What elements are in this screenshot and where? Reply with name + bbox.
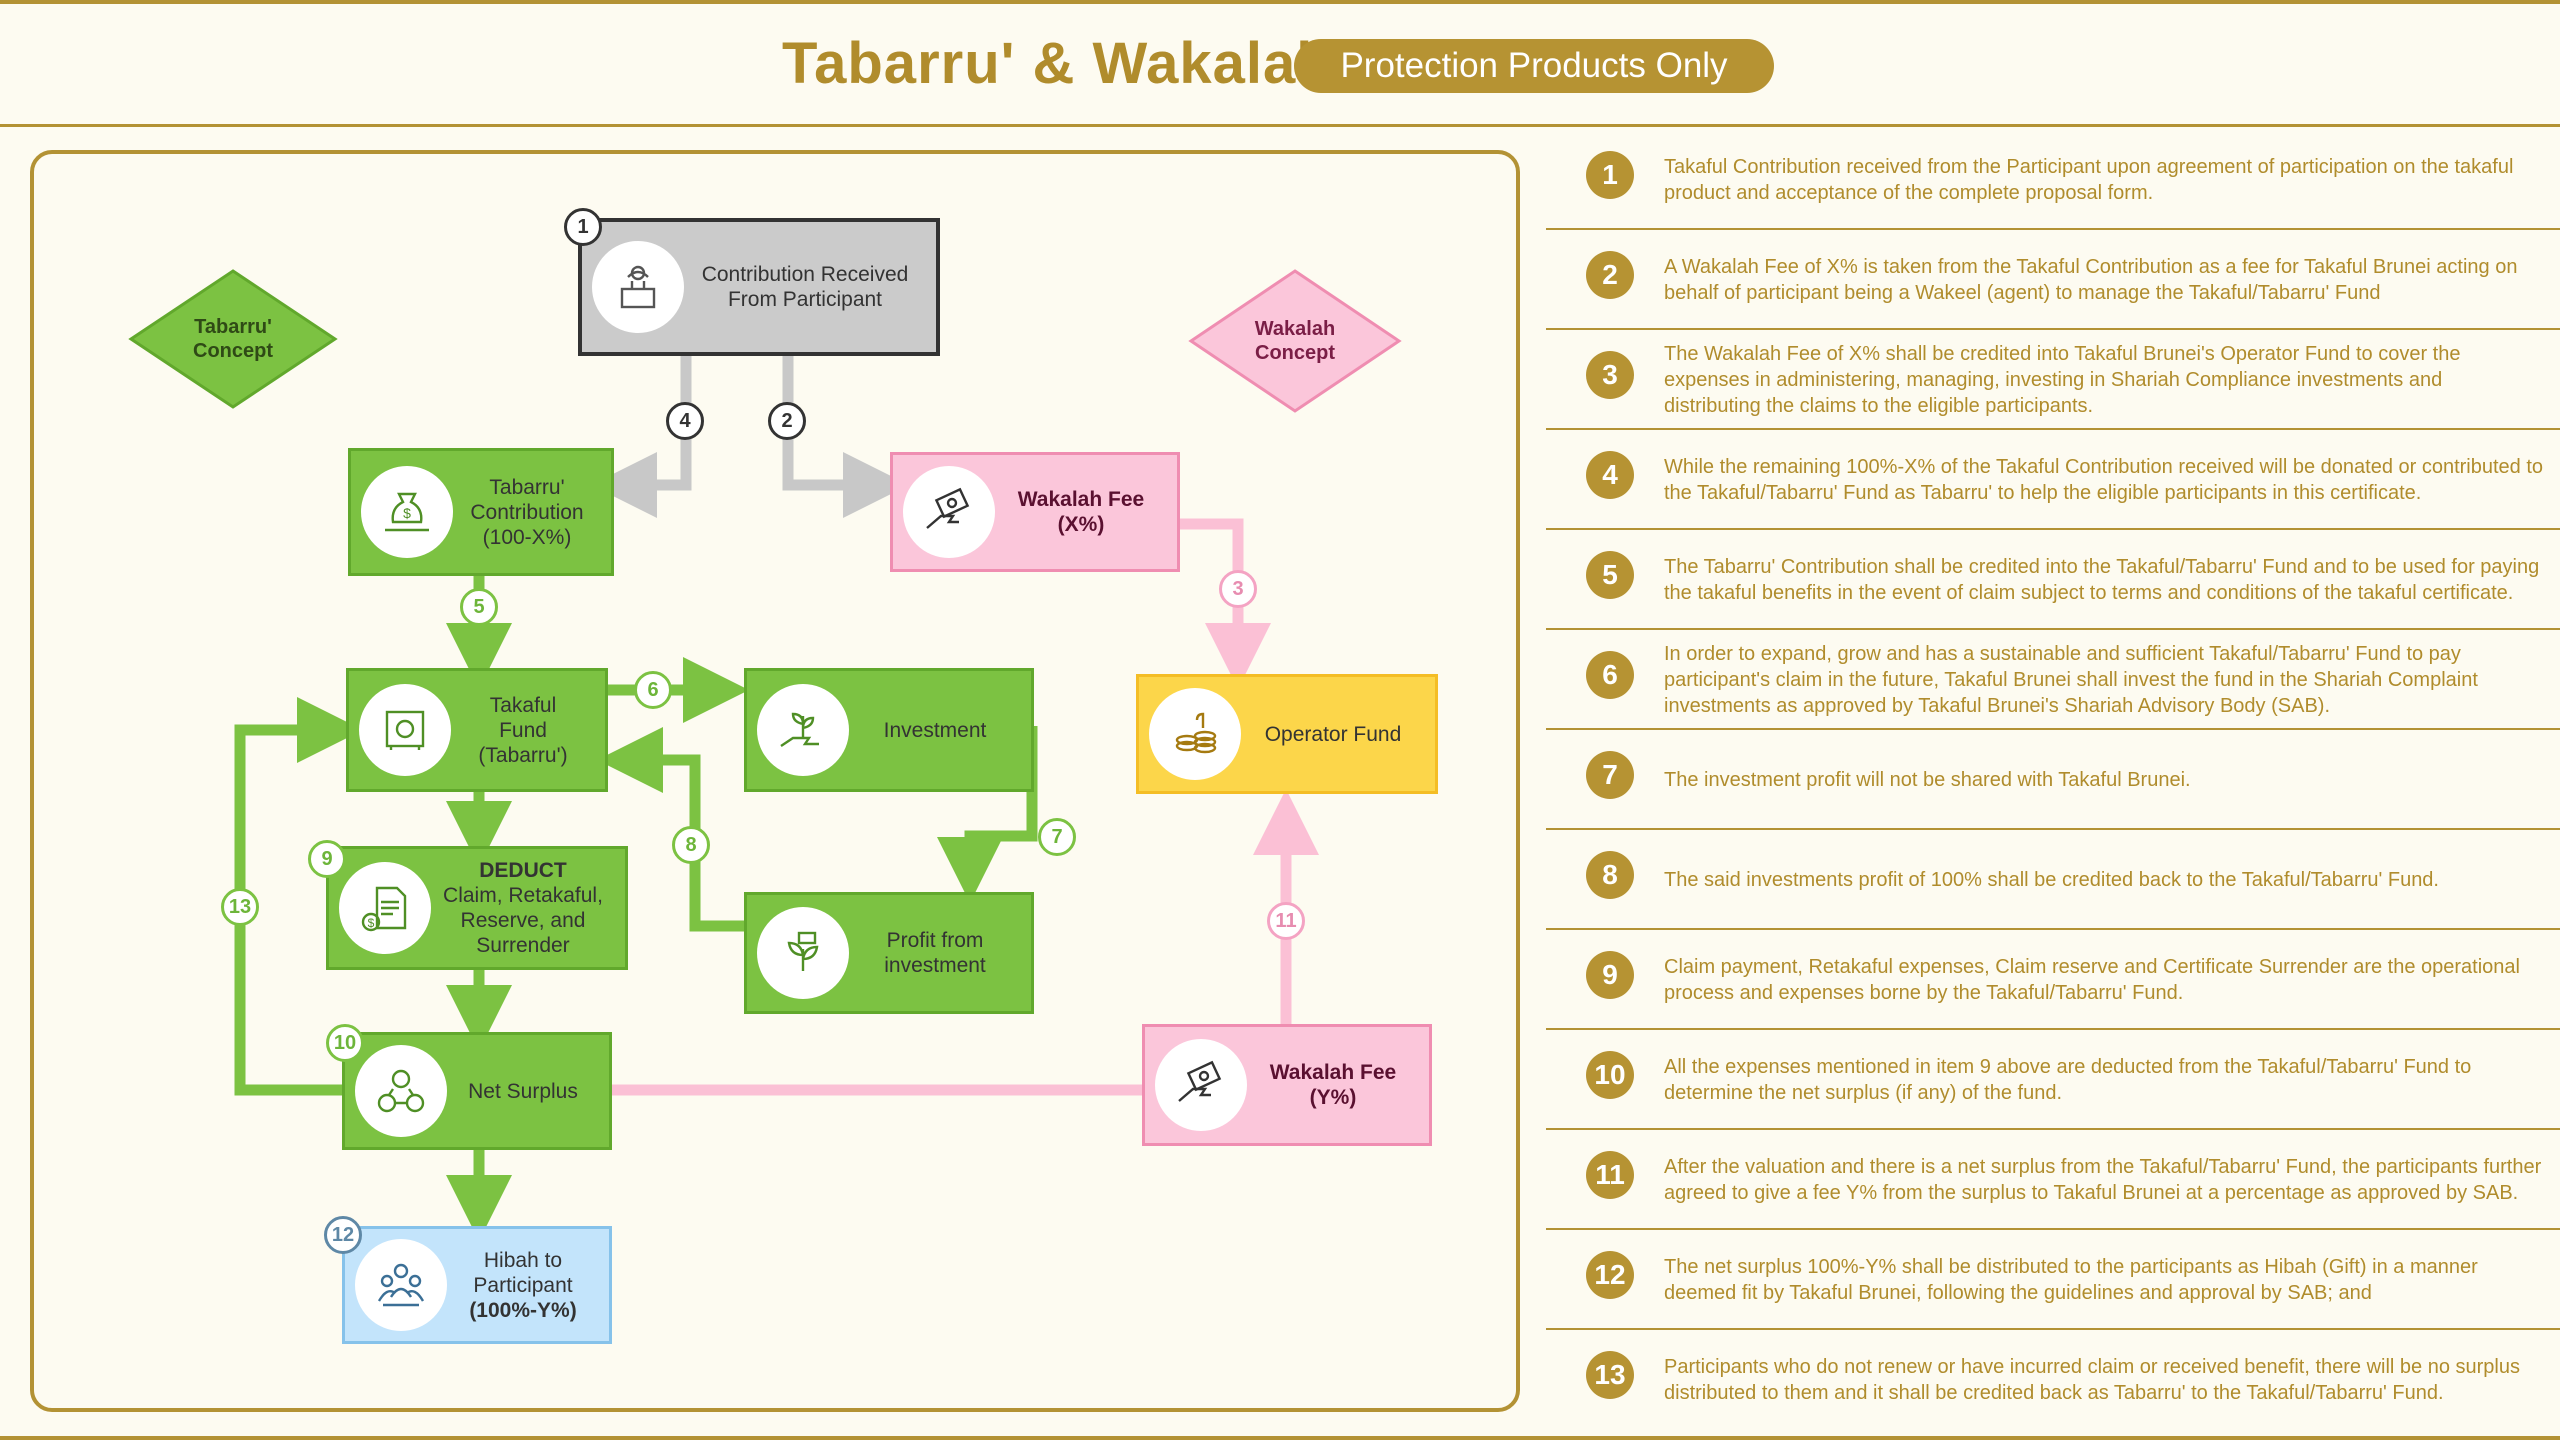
node-takaful-fund: Takaful Fund (Tabarru') <box>346 668 608 792</box>
tabarru-concept: Tabarru' Concept <box>128 268 338 410</box>
flow-badge-4: 4 <box>666 402 704 440</box>
node-net-surplus: Net Surplus <box>342 1032 612 1150</box>
flow-badge-11: 11 <box>1267 902 1305 940</box>
coins-stack-icon <box>1149 688 1241 780</box>
node-tabarru-contribution: $ Tabarru' Contribution (100-X%) <box>348 448 614 576</box>
document-money-icon: $ <box>339 862 431 954</box>
plant-hand-icon <box>757 684 849 776</box>
safe-icon <box>359 684 451 776</box>
hand-banknote-icon <box>1155 1039 1247 1131</box>
header: Tabarru' & Wakalah Protection Products O… <box>0 4 2560 127</box>
flow-badge-10: 10 <box>326 1024 364 1062</box>
money-bag-hand-icon: $ <box>361 466 453 558</box>
node-contribution: Contribution Received From Participant <box>578 218 940 356</box>
flow-badge-5: 5 <box>460 588 498 626</box>
node-wakalah-fee-x: Wakalah Fee (X%) <box>890 452 1180 572</box>
flow-diagram-frame <box>30 150 1520 1412</box>
flow-badge-7: 7 <box>1038 818 1076 856</box>
arrow-4 <box>591 356 692 518</box>
node-wakalah-fee-y: Wakalah Fee (Y%) <box>1142 1024 1432 1146</box>
hand-banknote-icon <box>903 466 995 558</box>
flow-badge-2: 2 <box>768 402 806 440</box>
flow-badge-9: 9 <box>308 840 346 878</box>
coins-cycle-icon <box>355 1045 447 1137</box>
node-hibah-to-participant: Hibah to Participant (100%-Y%) <box>342 1226 612 1344</box>
page-title: Tabarru' & Wakalah <box>782 31 1333 96</box>
node-investment: Investment <box>744 668 1034 792</box>
node-operator-fund: Operator Fund <box>1136 674 1438 794</box>
flow-badge-1: 1 <box>564 208 602 246</box>
svg-text:$: $ <box>403 505 411 521</box>
wakalah-concept: Wakalah Concept <box>1188 268 1402 414</box>
flow-badge-8: 8 <box>672 826 710 864</box>
leaf-money-icon <box>757 907 849 999</box>
flow-badge-12: 12 <box>324 1216 362 1254</box>
svg-text:$: $ <box>368 916 375 930</box>
people-group-icon <box>355 1239 447 1331</box>
arrow-3 <box>1176 518 1271 689</box>
flow-badge-3: 3 <box>1219 570 1257 608</box>
bottom-rule <box>0 1436 2560 1440</box>
top-rule <box>0 0 2560 4</box>
flow-badge-13: 13 <box>221 888 259 926</box>
protection-badge: Protection Products Only <box>1294 39 1774 93</box>
arrow-2 <box>782 356 909 518</box>
node-profit-from-investment: Profit from investment <box>744 892 1034 1014</box>
node-deduct: $ DEDUCT Claim, Retakaful, Reserve, and … <box>326 846 628 970</box>
hand-coin-drop-icon <box>592 241 684 333</box>
flow-badge-6: 6 <box>634 671 672 709</box>
